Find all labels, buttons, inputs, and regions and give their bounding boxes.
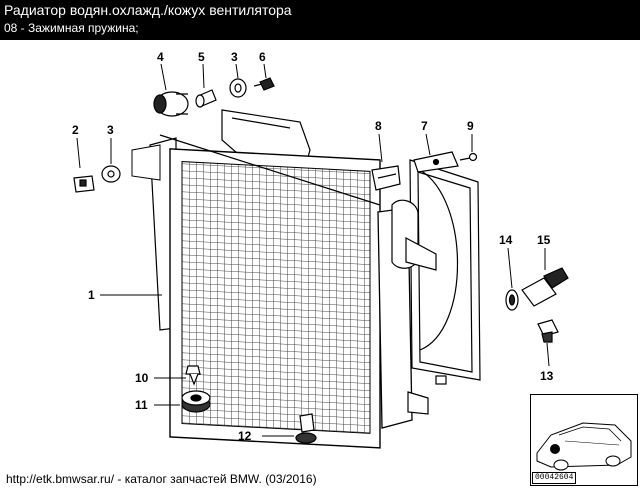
part-11-rubber-bush: [181, 390, 211, 413]
part-3-washer-left: [101, 165, 121, 183]
radiator: [131, 134, 437, 449]
callout-15: 15: [537, 233, 551, 247]
leader-lines: [76, 63, 550, 437]
parts-diagram: 1 2 3 3 4 5 6 7 8 9 10 11 12 13 14 15: [72, 50, 569, 449]
callout-2: 2: [72, 123, 79, 137]
part-6-screw: [253, 77, 275, 91]
part-13-plug: [537, 319, 559, 343]
part-9-screw: [459, 152, 478, 162]
part-5-sleeve: [195, 89, 217, 108]
page-subtitle: 08 - Зажимная пружина;: [4, 21, 139, 35]
callout-3b: 3: [231, 50, 238, 64]
header-bar: Радиатор водян.охлажд./кожух вентилятора…: [0, 0, 640, 40]
callout-13: 13: [540, 369, 554, 383]
part-12-drain-bolt: [295, 413, 317, 444]
part-10-pin: [185, 365, 201, 386]
callout-4: 4: [157, 50, 164, 64]
part-7-bracket: [413, 151, 459, 173]
callout-9: 9: [467, 119, 474, 133]
callout-12: 12: [238, 429, 252, 443]
callout-3a: 3: [107, 123, 114, 137]
part-2-clip-nut: [73, 175, 95, 193]
page-title: Радиатор водян.охлажд./кожух вентилятора: [4, 2, 292, 18]
car-location-thumbnail: 00042604: [530, 394, 638, 486]
callout-11: 11: [135, 398, 148, 412]
callout-8: 8: [375, 119, 382, 133]
callout-14: 14: [499, 233, 513, 247]
diagram-code: 00042604: [532, 472, 577, 484]
part-3-washer-top: [229, 78, 247, 98]
part-4-rubber-mount: [153, 91, 189, 117]
callout-6: 6: [259, 50, 266, 64]
footer-source: http://etk.bmwsar.ru/ - каталог запчасте…: [6, 472, 317, 486]
part-8-clamp-spring: [371, 165, 401, 191]
callout-10: 10: [135, 371, 149, 385]
part-14-seal-ring: [505, 289, 519, 311]
car-silhouette-icon: [536, 422, 632, 471]
callout-1: 1: [88, 288, 95, 302]
part-15-temp-switch: [521, 267, 569, 307]
callout-5: 5: [198, 50, 205, 64]
callout-7: 7: [421, 119, 428, 133]
